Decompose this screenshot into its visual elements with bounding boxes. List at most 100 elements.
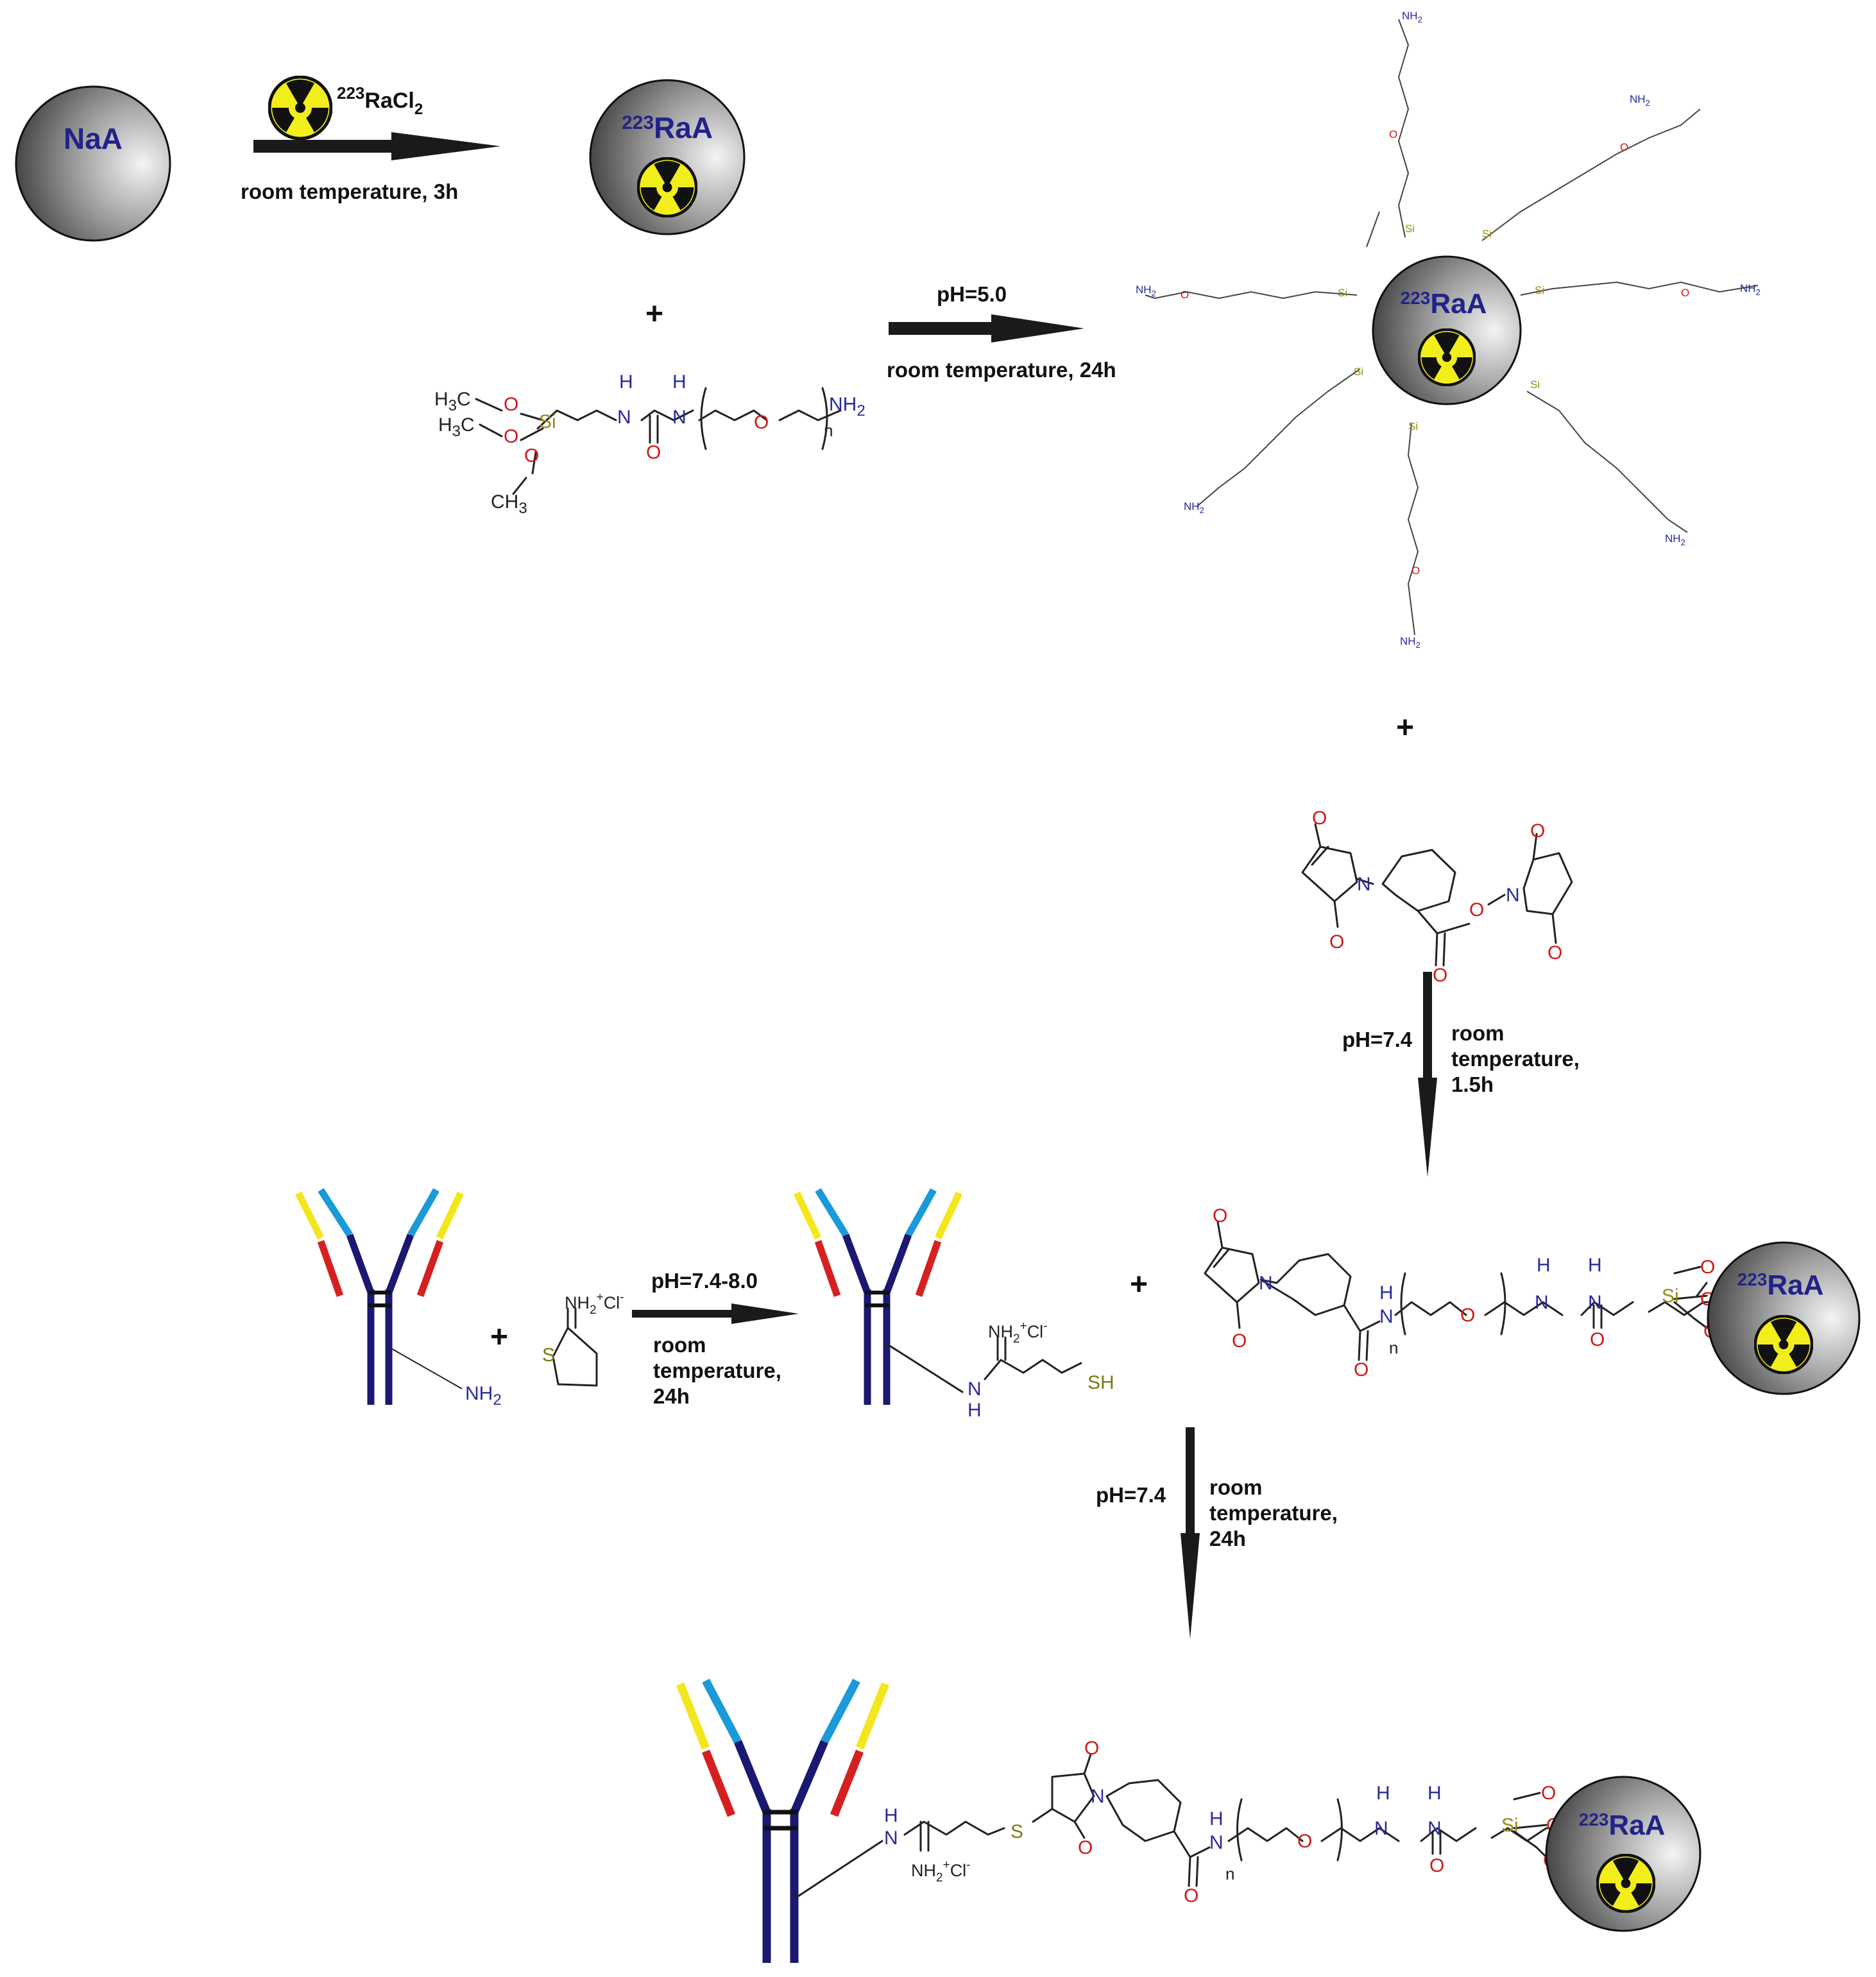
ma-h-2: H (1537, 1255, 1551, 1276)
traut-nh2cl: NH2+Cl- (565, 1291, 624, 1317)
arm-left (1145, 291, 1358, 300)
arm-nh2-topright: NH2 (1630, 93, 1650, 108)
arm-nh2-bottomright: NH2 (1665, 532, 1685, 547)
radiation-icon (1419, 330, 1475, 385)
arm-labels: NH2 NH2 NH2 NH2 NH2 NH2 NH2 Si Si Si Si … (1136, 10, 1761, 650)
arm-nh2-bottom: NH2 (1400, 635, 1420, 650)
arm-bottom (1407, 423, 1419, 636)
plus-sign-4: + (1130, 1268, 1148, 1302)
arm-nh2-top: NH2 (1402, 10, 1422, 24)
mbs-o-4: O (1469, 899, 1484, 921)
ma-brackets (1400, 1272, 1506, 1336)
ma-o-urea: O (1590, 1329, 1605, 1350)
step3-line2: temperature, (1451, 1047, 1580, 1071)
fc-o-si1: O (1541, 1783, 1556, 1804)
silane-o-peg: O (754, 412, 769, 433)
antibody-2-nh2cl: NH2+Cl- (988, 1319, 1048, 1346)
step4-line2: temperature, (653, 1359, 781, 1382)
antibody-2-n: N (968, 1379, 982, 1400)
step3-line3: 1.5h (1451, 1073, 1494, 1096)
fc-o-peg: O (1297, 1831, 1312, 1852)
arm-nh2-left: NH2 (1136, 284, 1156, 298)
final-conjugate: N H NH2+Cl- S O O N O H N n O H N O H N … (676, 1678, 1701, 1963)
peg-arms (1145, 19, 1759, 636)
silane-peg-brackets (700, 387, 828, 450)
arm-bottom-right (1526, 391, 1688, 533)
arm-nh2-bottomleft: NH2 (1184, 500, 1204, 515)
silane-peg-reagent: H3C H3C CH3 O O O Si H N O H N O n NH2 (434, 371, 866, 517)
raa-particle-1: 223RaA (589, 79, 746, 235)
arm-o-3: O (1681, 287, 1689, 299)
step2-arrow-group: pH=5.0 room temperature, 24h (887, 282, 1116, 382)
functionalised-raa: NH2 NH2 NH2 NH2 NH2 NH2 NH2 Si Si Si Si … (1136, 10, 1761, 650)
step1-condition: room temperature, 3h (241, 180, 458, 203)
raa-label-4: 223RaA (1579, 1810, 1666, 1841)
fc-n-3: N (1209, 1832, 1224, 1853)
fc-brackets (1236, 1798, 1343, 1862)
ma-n-1: N (1259, 1273, 1273, 1294)
naa-sphere (15, 85, 171, 242)
fc-h-3: H (1376, 1783, 1390, 1804)
step5-line3: 24h (1209, 1527, 1246, 1550)
arm-bottom-left (1196, 368, 1361, 507)
ma-n-3: N (1535, 1292, 1549, 1313)
arm-si-topright: Si (1482, 228, 1492, 240)
ma-si-bonds (1673, 1266, 1708, 1329)
silane-n1: N (617, 407, 631, 428)
fc-s: S (1010, 1821, 1023, 1842)
arm-si-bottom: Si (1408, 420, 1418, 432)
fc-h-4: H (1428, 1783, 1442, 1804)
step3-ph: pH=7.4 (1342, 1028, 1413, 1051)
raa-label-1: 223RaA (622, 111, 713, 144)
ma-o-1: O (1213, 1205, 1227, 1226)
silane-o-carbonyl: O (646, 442, 661, 463)
step5-ph: pH=7.4 (1096, 1483, 1166, 1507)
step5-arrow-group: pH=7.4 room temperature, 24h (1096, 1427, 1338, 1639)
step5-line1: room (1209, 1475, 1263, 1499)
ma-n-4: N (1588, 1292, 1602, 1313)
fc-si-bonds (1513, 1792, 1548, 1858)
silane-n-index: n (824, 421, 833, 440)
ma-urea-carbonyl (1592, 1304, 1603, 1329)
traut-s: S (542, 1345, 555, 1366)
ma-o-peg: O (1460, 1305, 1475, 1326)
arm-o-2: O (1620, 141, 1628, 153)
mbs-n-1: N (1357, 874, 1371, 895)
traut-ring (552, 1307, 598, 1387)
antibody-icon (794, 1188, 962, 1405)
step4-arrow-group: pH=7.4-8.0 room temperature, 24h (632, 1269, 799, 1408)
arm-si-bottomleft: Si (1354, 366, 1363, 378)
maleimide-activated-raa: O O N O H N n O H N O H N Si O O O 223Ra… (1204, 1205, 1861, 1395)
mbs-bonds (1301, 823, 1573, 967)
silane-h1: H (619, 371, 633, 393)
silane-bonds (475, 398, 842, 495)
radiation-icon (1755, 1316, 1812, 1373)
antibody-2: N H NH2+Cl- SH (794, 1188, 1114, 1421)
mbs-crosslinker: O O N O O N O O (1301, 808, 1573, 986)
radiation-icon (1597, 1855, 1655, 1912)
naa-particle: NaA (15, 85, 171, 242)
fc-h-2: H (1209, 1808, 1224, 1829)
fc-o-1: O (1084, 1738, 1099, 1759)
mbs-o-1: O (1312, 808, 1327, 829)
silane-o2: O (504, 426, 518, 447)
arm-si-bottomright: Si (1530, 378, 1540, 391)
step1-arrow (253, 132, 500, 160)
silane-o1: O (504, 394, 518, 415)
fc-n-5: N (1428, 1818, 1442, 1839)
silane-n2: N (672, 407, 686, 428)
ma-n-2: N (1379, 1306, 1394, 1327)
ma-h-1: H (1379, 1282, 1394, 1303)
silane-carbonyl (649, 414, 659, 444)
arm-top-right (1481, 108, 1701, 241)
fc-h-1: H (884, 1805, 898, 1826)
step4-ph: pH=7.4-8.0 (651, 1269, 758, 1293)
mbs-n-2: N (1506, 885, 1520, 906)
antibody-1: NH2 (295, 1188, 502, 1409)
plus-sign-3: + (490, 1320, 508, 1354)
fc-o-2: O (1078, 1837, 1093, 1858)
arm-o-5: O (1411, 564, 1420, 577)
silane-si: Si (539, 411, 556, 432)
